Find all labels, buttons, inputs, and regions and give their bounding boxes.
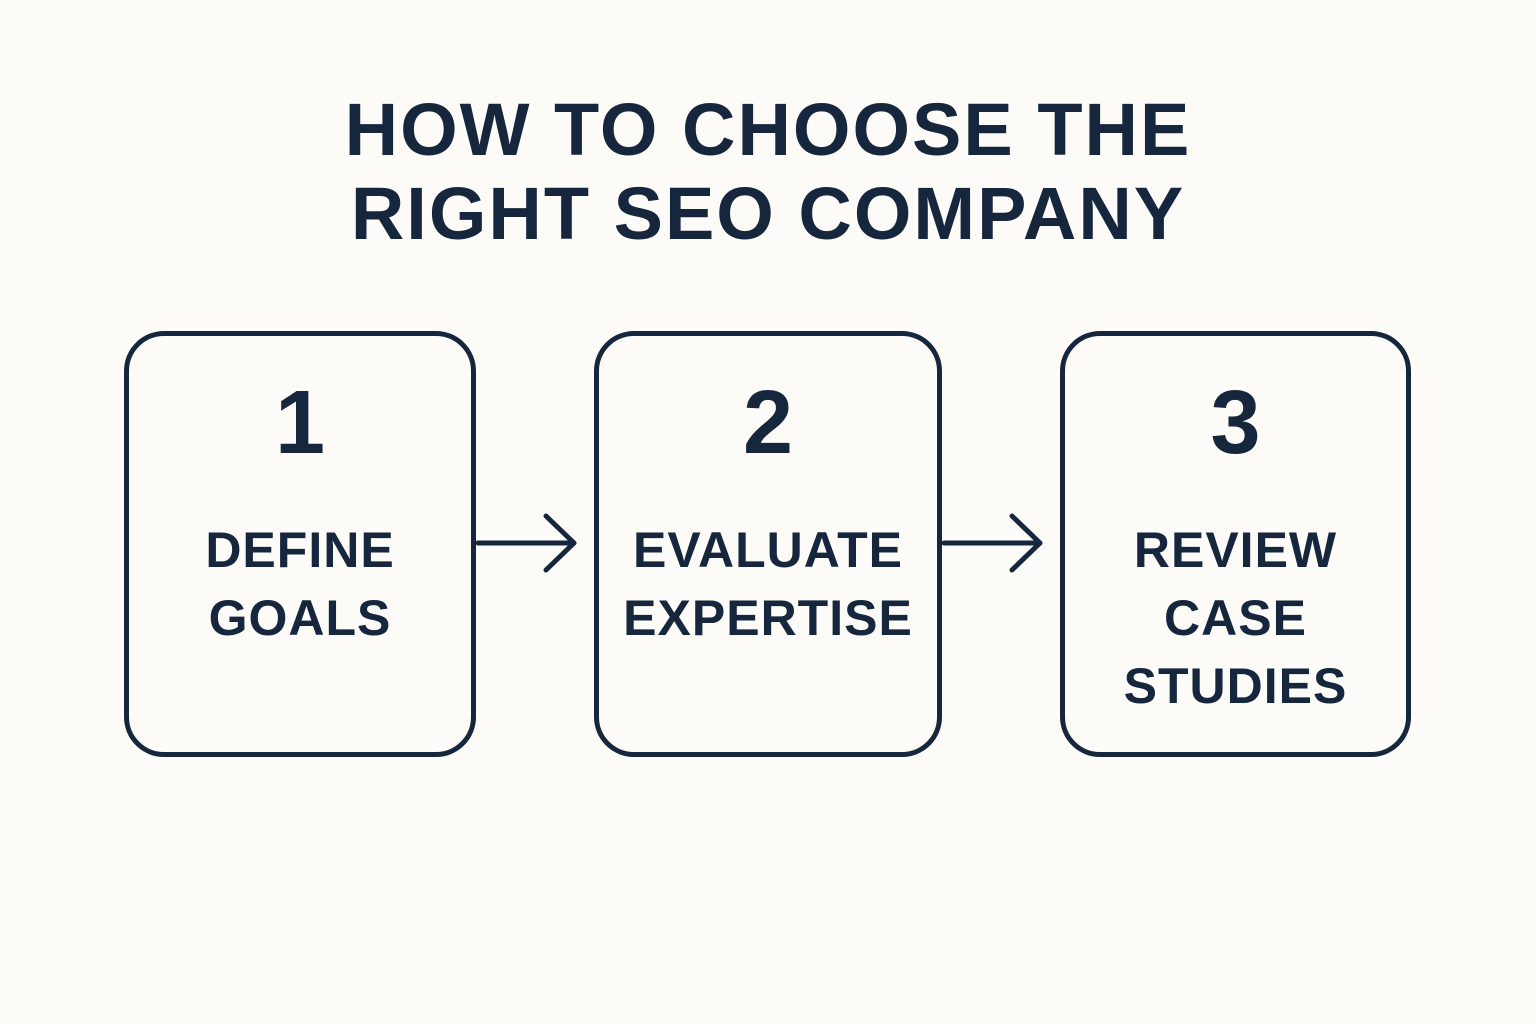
step-label: EVALUATE EXPERTISE — [599, 516, 937, 652]
step-number: 1 — [274, 373, 326, 473]
step-box-1: 1 DEFINE GOALS — [124, 331, 476, 757]
step-label-line: REVIEW — [1133, 522, 1338, 578]
step-number: 3 — [1210, 373, 1261, 473]
step-label-line: GOALS — [208, 590, 392, 646]
title-line-1: HOW TO CHOOSE THE — [344, 88, 1192, 171]
step-label-line: CASE — [1164, 590, 1307, 646]
step-label: DEFINE GOALS — [129, 516, 471, 652]
step-box-3: 3 REVIEW CASE STUDIES — [1060, 331, 1411, 757]
arrow-right-icon — [475, 513, 577, 573]
arrow-right-icon — [941, 513, 1043, 573]
step-label-line: EVALUATE — [632, 522, 904, 578]
step-label: REVIEW CASE STUDIES — [1065, 516, 1406, 720]
step-number: 2 — [742, 373, 794, 473]
step-box-2: 2 EVALUATE EXPERTISE — [594, 331, 942, 757]
step-label-line: EXPERTISE — [623, 590, 913, 646]
step-label-line: STUDIES — [1123, 658, 1348, 714]
page-title: HOW TO CHOOSE THE RIGHT SEO COMPANY — [0, 88, 1536, 256]
step-label-line: DEFINE — [205, 522, 395, 578]
title-line-2: RIGHT SEO COMPANY — [350, 172, 1186, 255]
